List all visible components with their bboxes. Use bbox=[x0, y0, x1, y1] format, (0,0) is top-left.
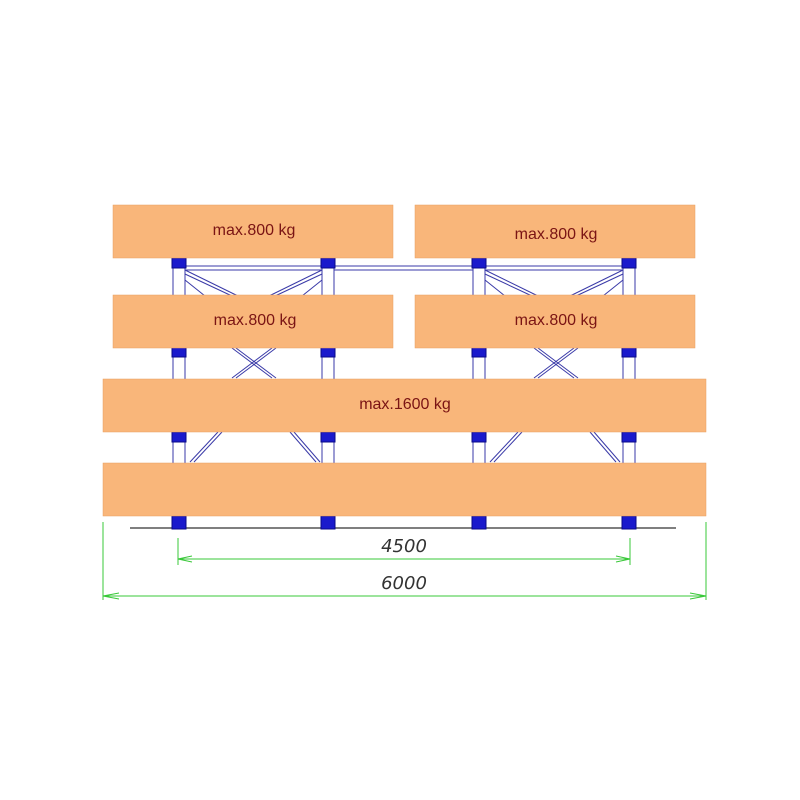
dimension-label-overall-length: 6000 bbox=[381, 573, 427, 594]
dimension-overall-length bbox=[102, 522, 707, 600]
load-label-top-right: max.800 kg bbox=[515, 226, 598, 243]
arm-block bbox=[471, 346, 487, 358]
load-label-third-full: max.1600 kg bbox=[359, 396, 451, 413]
dimension-upright-span bbox=[177, 538, 631, 565]
arm-blocks bbox=[171, 257, 637, 530]
board-bottom-full bbox=[102, 462, 707, 517]
arm-block bbox=[621, 257, 637, 269]
arm-block bbox=[320, 431, 336, 443]
base-block bbox=[621, 515, 637, 530]
board-top-left bbox=[112, 204, 394, 259]
base-block bbox=[320, 515, 336, 530]
arm-block bbox=[171, 431, 187, 443]
arm-block bbox=[320, 346, 336, 358]
arm-block bbox=[621, 431, 637, 443]
base-block bbox=[171, 515, 187, 530]
arm-block bbox=[171, 346, 187, 358]
dimension-label-upright-span: 4500 bbox=[381, 536, 427, 557]
board-second-left bbox=[112, 294, 394, 349]
load-label-second-left: max.800 kg bbox=[214, 312, 297, 329]
arm-block bbox=[171, 257, 187, 269]
boards bbox=[102, 204, 707, 517]
arm-block bbox=[471, 257, 487, 269]
load-label-top-left: max.800 kg bbox=[213, 222, 296, 239]
load-label-second-right: max.800 kg bbox=[515, 312, 598, 329]
arm-block bbox=[320, 257, 336, 269]
board-second-right bbox=[414, 294, 696, 349]
arm-block bbox=[621, 346, 637, 358]
board-top-right bbox=[414, 204, 696, 259]
base-block bbox=[471, 515, 487, 530]
bracing bbox=[184, 265, 624, 463]
board-third-full bbox=[102, 378, 707, 433]
arm-block bbox=[471, 431, 487, 443]
